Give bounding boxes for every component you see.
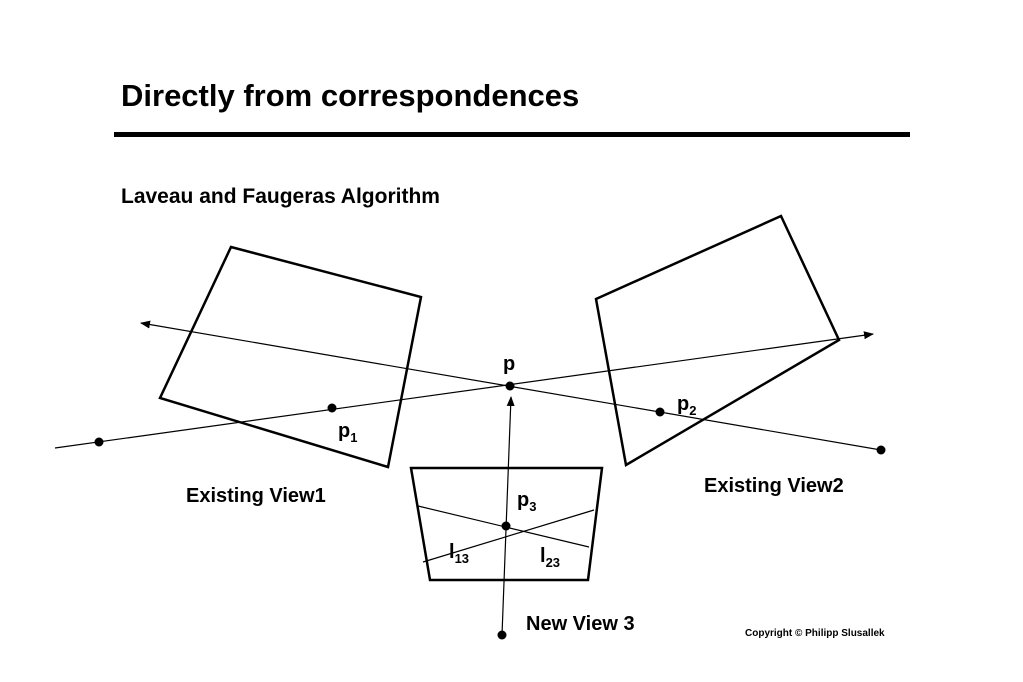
label-new-view3: New View 3	[526, 613, 635, 635]
label-p1: p1	[338, 420, 357, 445]
camera-center-2	[876, 445, 886, 455]
title-underline	[114, 132, 910, 137]
epipolar-line-l23	[422, 509, 595, 563]
label-p: p	[503, 353, 515, 375]
label-p2: p2	[677, 393, 696, 418]
point-p1	[327, 403, 337, 413]
camera-center-1	[94, 437, 104, 447]
new-view3-plane	[409, 466, 604, 582]
ray-view1	[54, 331, 874, 449]
label-l13: l13	[449, 541, 469, 566]
label-l23: l23	[540, 545, 560, 570]
slide-title: Directly from correspondences	[121, 78, 580, 113]
existing-view2-plane	[594, 214, 841, 467]
camera-center-3	[497, 630, 507, 640]
point-p	[505, 381, 515, 391]
existing-view1-plane	[158, 245, 423, 469]
label-existing-view2: Existing View2	[704, 475, 844, 497]
ray-view3	[501, 396, 515, 636]
label-existing-view1: Existing View1	[186, 485, 326, 507]
point-p3	[501, 521, 511, 531]
slide-subtitle: Laveau and Faugeras Algorithm	[121, 185, 440, 208]
label-p3: p3	[517, 489, 536, 514]
point-p2	[655, 407, 665, 417]
copyright-notice: Copyright © Philipp Slusallek	[745, 628, 885, 639]
